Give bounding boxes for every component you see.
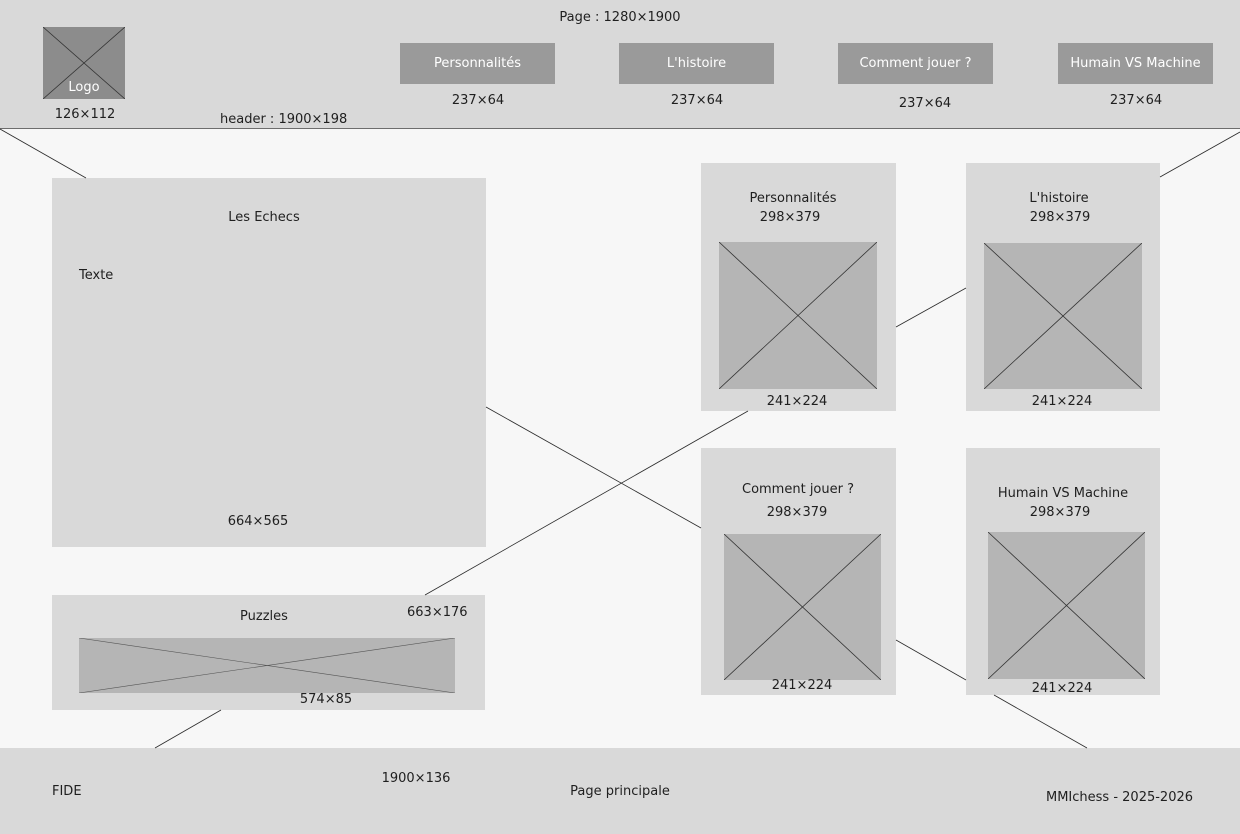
- card-personnalites[interactable]: Personnalités 298×379 241×224: [701, 163, 896, 411]
- nav-comment-jouer[interactable]: Comment jouer ?: [838, 43, 993, 84]
- page-size-label: Page : 1280×1900: [559, 10, 681, 25]
- intro-box: Les Echecs Texte 664×565: [52, 178, 486, 547]
- puzzles-image-size: 574×85: [299, 692, 353, 707]
- intro-text: Texte: [79, 268, 114, 283]
- card-size: 298×379: [1029, 505, 1091, 520]
- logo-text: Logo: [68, 80, 100, 95]
- card-title: Humain VS Machine: [997, 486, 1129, 501]
- card-image-size: 241×224: [771, 678, 833, 693]
- card-image-placeholder: [988, 532, 1145, 679]
- nav-size: 237×64: [898, 96, 952, 111]
- card-image-size: 241×224: [766, 394, 828, 409]
- card-image-size: 241×224: [1031, 681, 1093, 696]
- placeholder-cross-icon: [79, 638, 455, 693]
- header-size-label: header : 1900×198: [220, 112, 348, 127]
- logo-size: 126×112: [54, 107, 116, 122]
- placeholder-cross-icon: [719, 242, 877, 389]
- card-size: 298×379: [1029, 210, 1091, 225]
- footer-center: Page principale: [570, 784, 670, 799]
- card-size: 298×379: [759, 210, 821, 225]
- card-title: L'histoire: [1029, 191, 1089, 206]
- placeholder-cross-icon: [724, 534, 881, 680]
- card-histoire[interactable]: L'histoire 298×379 241×224: [966, 163, 1160, 411]
- card-title: Personnalités: [749, 191, 837, 206]
- puzzles-title: Puzzles: [240, 609, 288, 624]
- intro-title: Les Echecs: [228, 210, 300, 225]
- logo[interactable]: Logo: [43, 27, 125, 99]
- nav-histoire[interactable]: L'histoire: [619, 43, 774, 84]
- footer-right: MMIchess - 2025-2026: [1046, 790, 1194, 805]
- card-comment-jouer[interactable]: Comment jouer ? 298×379 241×224: [701, 448, 896, 695]
- nav-humain-vs-machine[interactable]: Humain VS Machine: [1058, 43, 1213, 84]
- puzzles-box[interactable]: Puzzles 663×176 574×85: [52, 595, 485, 710]
- puzzles-image-placeholder: [79, 638, 455, 693]
- card-image-size: 241×224: [1031, 394, 1093, 409]
- placeholder-cross-icon: [988, 532, 1145, 679]
- nav-size: 237×64: [670, 93, 724, 108]
- card-title: Comment jouer ?: [741, 482, 855, 497]
- nav-size: 237×64: [451, 93, 505, 108]
- card-image-placeholder: [719, 242, 877, 389]
- card-size: 298×379: [766, 505, 828, 520]
- header: Page : 1280×1900 Logo 126×112 header : 1…: [0, 0, 1240, 129]
- nav-personnalites[interactable]: Personnalités: [400, 43, 555, 84]
- nav-size: 237×64: [1109, 93, 1163, 108]
- footer: FIDE 1900×136 Page principale MMIchess -…: [0, 748, 1240, 834]
- placeholder-cross-icon: [43, 27, 125, 99]
- card-image-placeholder: [724, 534, 881, 680]
- card-humain-vs-machine[interactable]: Humain VS Machine 298×379 241×224: [966, 448, 1160, 696]
- footer-size-label: 1900×136: [381, 771, 451, 786]
- puzzles-size: 663×176: [407, 605, 468, 620]
- card-image-placeholder: [984, 243, 1142, 389]
- intro-size: 664×565: [227, 514, 289, 529]
- footer-left[interactable]: FIDE: [52, 784, 82, 799]
- placeholder-cross-icon: [984, 243, 1142, 389]
